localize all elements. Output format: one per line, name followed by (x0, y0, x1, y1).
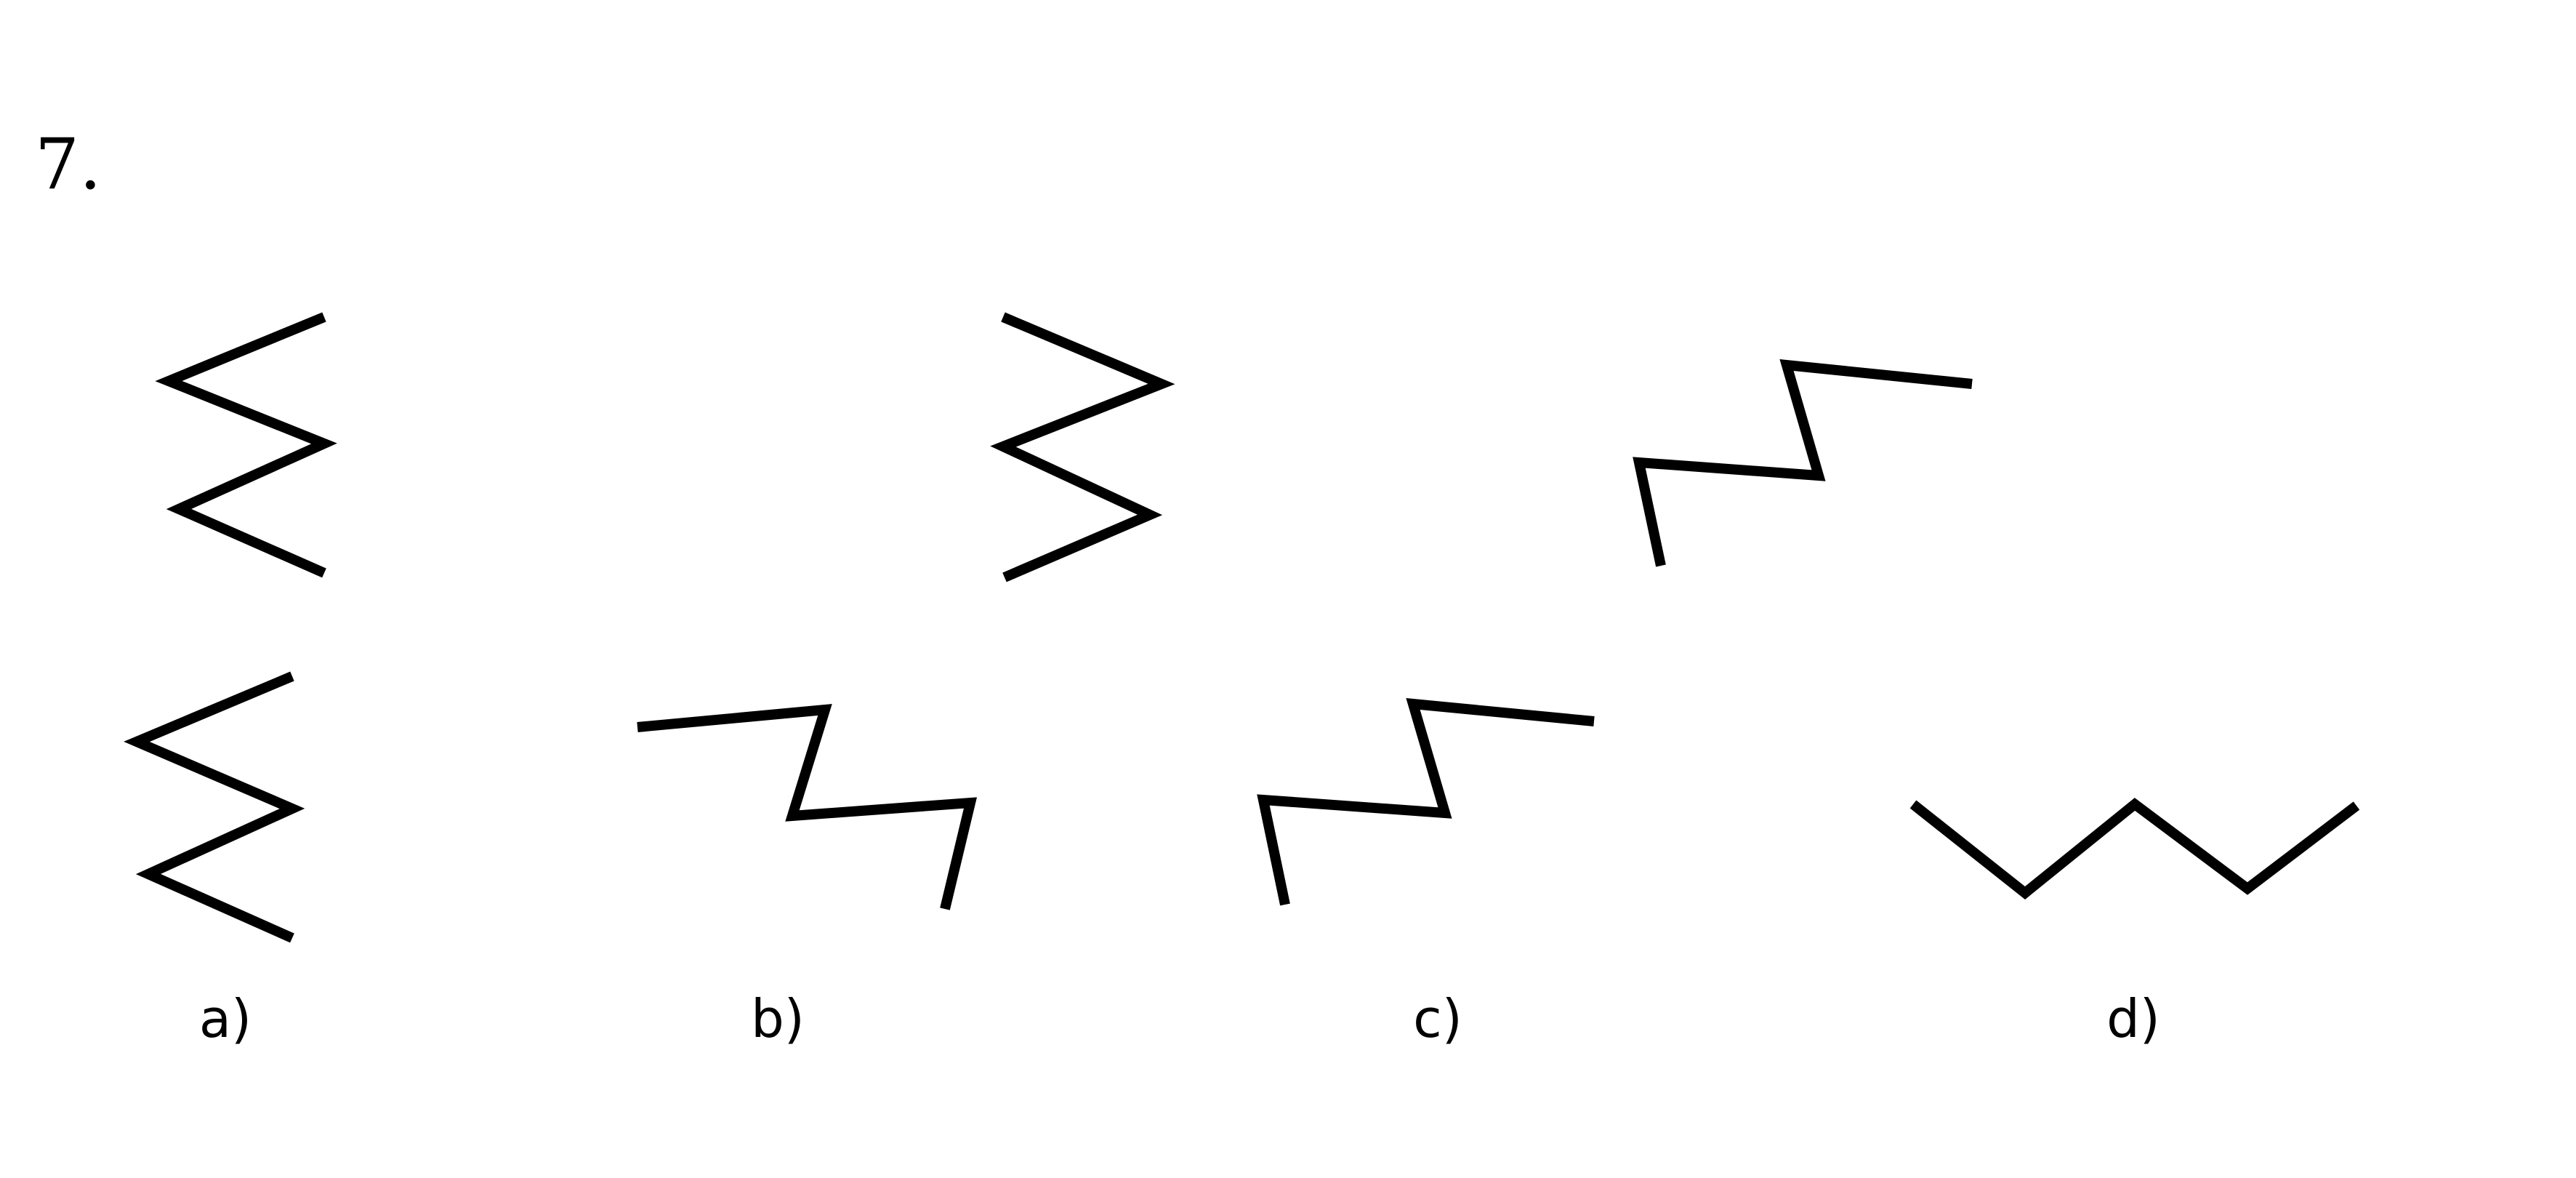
option-label-b: b) (751, 988, 805, 1049)
option-figure-d[interactable] (1909, 798, 2360, 899)
question-figure-3 (1633, 358, 1973, 567)
option-label-a: a) (198, 988, 252, 1049)
option-figure-b[interactable] (637, 704, 978, 910)
question-figure-2 (990, 312, 1175, 582)
option-label-c: c) (1413, 988, 1462, 1049)
question-number: 7. (35, 124, 102, 205)
option-figure-c[interactable] (1257, 698, 1595, 906)
option-figure-a[interactable] (124, 671, 305, 943)
option-label-d: d) (2106, 988, 2160, 1049)
question-figure-1 (155, 312, 337, 578)
